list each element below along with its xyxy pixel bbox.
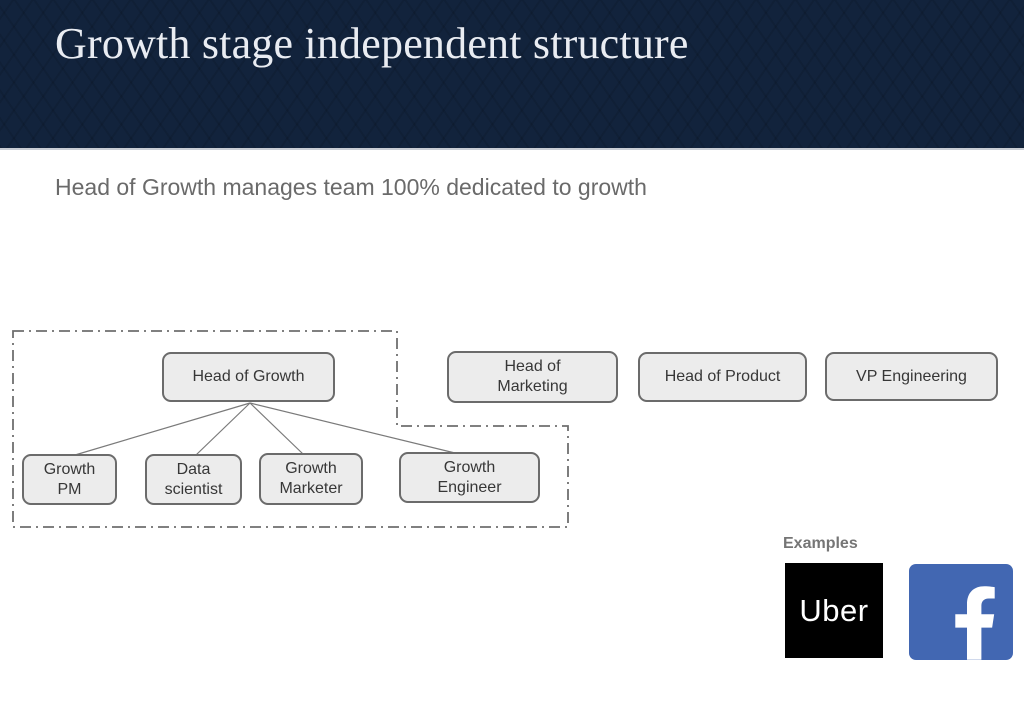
org-box-label: Head of Growth <box>192 368 305 385</box>
connector-head-growth-to-data-scientist <box>195 402 251 456</box>
uber-wordmark: Uber <box>799 592 869 628</box>
connector-head-growth-to-growth-engineer <box>249 402 456 454</box>
growth-team-group-border <box>12 330 569 528</box>
org-box-vp-engineering: VP Engineering <box>825 352 998 401</box>
connector-head-growth-to-growth-marketer <box>249 402 304 455</box>
slide-title: Growth stage independent structure <box>55 19 689 68</box>
uber-logo: Uber <box>785 563 883 658</box>
org-box-label: VP Engineering <box>856 367 967 385</box>
connector-head-growth-to-growth-pm <box>74 402 251 456</box>
facebook-logo <box>909 564 1013 660</box>
org-box-growth-engineer: Growth Engineer <box>399 452 540 503</box>
examples-label: Examples <box>783 535 858 552</box>
org-box-label: Data scientist <box>164 460 223 498</box>
org-box-head-of-growth: Head of Growth <box>162 352 335 402</box>
slide-subtitle: Head of Growth manages team 100% dedicat… <box>55 174 647 200</box>
org-box-head-of-product: Head of Product <box>638 352 807 402</box>
org-box-label: Growth Marketer <box>279 460 343 497</box>
slide-header: Growth stage independent structure <box>0 0 1024 150</box>
org-box-growth-pm: Growth PM <box>22 454 117 505</box>
org-box-label: Growth Engineer <box>437 458 502 496</box>
org-box-head-of-marketing: Head of Marketing <box>447 351 618 403</box>
facebook-f-icon <box>955 586 995 660</box>
org-box-data-scientist: Data scientist <box>145 454 242 505</box>
org-box-label: Growth PM <box>43 460 96 498</box>
org-box-growth-marketer: Growth Marketer <box>259 453 363 505</box>
org-box-label: Head of Product <box>664 368 781 385</box>
org-box-label: Head of Marketing <box>497 358 568 395</box>
